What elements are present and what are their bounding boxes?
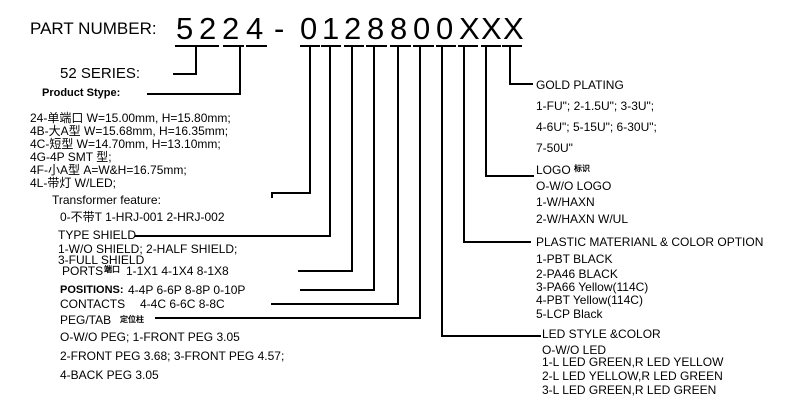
- transformer-options: 0-不带T 1-HRJ-001 2-HRJ-002: [60, 210, 225, 224]
- product-type-label: Product Stype:: [42, 87, 121, 99]
- leader-shield: [135, 45, 331, 237]
- positions-values: 4-4P 6-6P 8-8P 0-10P: [128, 283, 246, 297]
- logo-tag: 标识: [574, 164, 590, 173]
- positions-label: POSITIONS:: [60, 284, 124, 296]
- led-title: LED STYLE &COLOR: [542, 327, 661, 341]
- part-number-char: 1: [322, 11, 341, 46]
- gold-plating-options-3: 7-50U": [536, 141, 573, 155]
- product-type-item: 4C-短型 W=14.70mm, H=13.10mm;: [30, 137, 221, 151]
- contacts-values: 4-4C 6-6C 8-8C: [140, 297, 225, 311]
- shield-options-1: 1-W/O SHIELD; 2-HALF SHIELD;: [58, 242, 238, 256]
- part-number-char: 8: [367, 11, 386, 46]
- series-label: 52 SERIES:: [60, 65, 141, 82]
- leader-plastic: [463, 45, 531, 243]
- product-type-item: 4L-带灯 W/LED;: [30, 176, 117, 190]
- part-number-char: X: [481, 11, 503, 46]
- plastic-title: PLASTIC MATERIANL & COLOR OPTION: [536, 235, 764, 249]
- part-number-char: 0: [300, 11, 319, 46]
- ports-label: PORTS: [62, 264, 104, 278]
- led-options-4: 3-L LED GREEN,R LED GREEN: [542, 383, 717, 397]
- leader-series: [173, 45, 197, 75]
- leader-gold: [509, 45, 533, 85]
- part-number-char: 4: [246, 11, 265, 46]
- logo-options-3: 2-W/HAXN W/UL: [536, 212, 629, 226]
- shield-options-2: 3-FULL SHIELD: [58, 253, 145, 267]
- part-number-char: 2: [199, 11, 218, 46]
- plastic-options-4: 4-PBT Yellow(114C): [536, 293, 643, 307]
- part-number-char: -: [274, 11, 286, 46]
- gold-plating-title: GOLD PLATING: [536, 78, 624, 92]
- peg-options-1: O-W/O PEG; 1-FRONT PEG 3.05: [60, 330, 240, 344]
- ports-values: 1-1X1 4-1X4 8-1X8: [126, 264, 229, 278]
- part-number-char: 2: [222, 11, 241, 46]
- leader-peg: [155, 45, 421, 319]
- plastic-options-1: 1-PBT BLACK: [536, 252, 613, 266]
- gold-plating-options-2: 4-6U"; 5-15U"; 6-30U";: [536, 120, 657, 134]
- leader-logo: [485, 45, 534, 177]
- part-number-char: X: [459, 11, 481, 46]
- ports-tag: 端口: [104, 265, 120, 274]
- peg-tag: 定位柱: [120, 315, 144, 324]
- led-options-1: O-W/O LED: [542, 343, 607, 357]
- peg-title: PEG/TAB: [60, 313, 112, 327]
- part-number-char: 0: [436, 11, 455, 46]
- part-number-char: 0: [413, 11, 432, 46]
- logo-options-2: 1-W/HAXN: [536, 195, 595, 209]
- contacts-label: CONTACTS: [60, 297, 126, 311]
- part-number-char: X: [503, 11, 525, 46]
- peg-options-2: 2-FRONT PEG 3.68; 3-FRONT PEG 4.57;: [60, 349, 285, 363]
- part-number-label: PART NUMBER:: [30, 19, 157, 38]
- part-number-char: 8: [390, 11, 409, 46]
- leader-transformer: [271, 45, 311, 198]
- plastic-options-3: 3-PA66 Yellow(114C): [536, 280, 649, 294]
- gold-plating-options-1: 1-FU"; 2-1.5U"; 3-3U";: [536, 99, 655, 113]
- product-type-item: 4B-大A型 W=15.68mm, H=16.35mm;: [30, 124, 229, 138]
- part-number-char: 5: [176, 11, 195, 46]
- shield-title: TYPE SHIELD: [58, 228, 137, 242]
- led-options-2: 1-L LED GREEN,R LED YELLOW: [542, 355, 724, 369]
- peg-options-3: 4-BACK PEG 3.05: [60, 368, 159, 382]
- product-type-item: 24-单端口 W=15.00mm, H=15.80mm;: [30, 111, 231, 125]
- logo-options-1: O-W/O LOGO: [536, 179, 612, 193]
- leader-contacts: [271, 45, 399, 305]
- leader-positions: [300, 45, 375, 291]
- leader-led: [441, 45, 541, 337]
- product-type-item: 4G-4P SMT 型;: [30, 150, 112, 164]
- leader-ports: [298, 45, 353, 272]
- leader-product-type: [147, 45, 241, 95]
- part-number-char: 2: [344, 11, 363, 46]
- led-options-3: 2-L LED YELLOW,R LED GREEN: [542, 369, 723, 383]
- plastic-options-2: 2-PA46 BLACK: [536, 267, 618, 281]
- transformer-title: Transformer feature:: [52, 193, 161, 207]
- product-type-item: 4F-小A型 A=W&H=16.75mm;: [30, 163, 187, 177]
- plastic-options-5: 5-LCP Black: [536, 307, 603, 321]
- logo-title: LOGO: [536, 163, 571, 177]
